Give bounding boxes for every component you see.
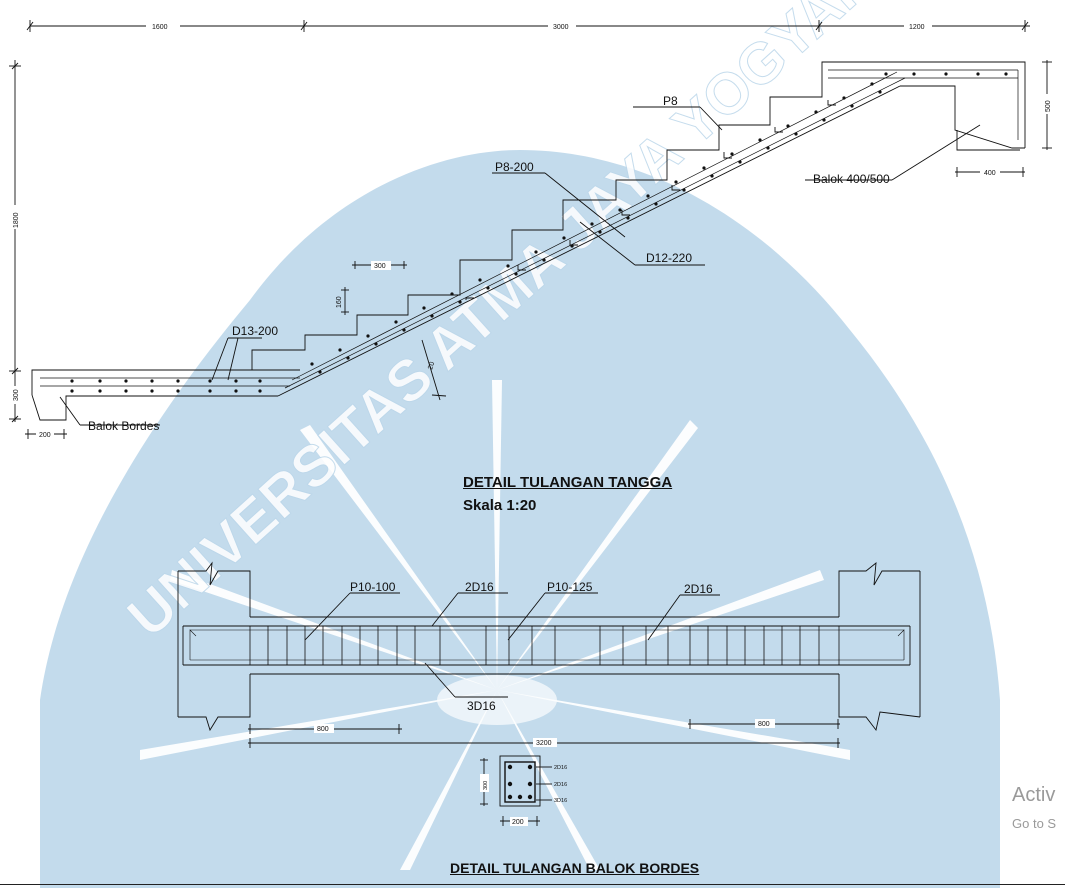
dim-right-beam-height: 500 [1045,100,1052,112]
section-height: 300 [483,781,489,790]
label-p10-100: P10-100 [350,580,396,594]
page-bottom-rule [0,884,1065,885]
stair-detail-scale: Skala 1:20 [463,497,537,514]
section-top-bars: 2D16 [554,765,567,771]
label-top-bars-1: 2D16 [465,580,494,594]
label-bottom-bars: 3D16 [467,699,496,713]
beam-detail-title: DETAIL TULANGAN BALOK BORDES [450,860,700,876]
dim-span: 3200 [536,740,552,747]
label-balok-400-500: Balok 400/500 [813,172,890,186]
label-balok-bordes: Balok Bordes [88,419,159,433]
label-p8-200: P8-200 [495,160,534,174]
dim-tread: 300 [374,263,386,270]
dim-top-b: 3000 [553,24,569,31]
dim-right-beam-width: 400 [984,170,996,177]
activation-line-1: Activ [1012,784,1056,806]
label-d12-220: D12-220 [646,251,692,265]
dim-right-zone: 800 [758,721,770,728]
dim-left-height: 1800 [13,212,20,228]
dim-landing-beam-width: 200 [39,432,51,439]
label-p10-125: P10-125 [547,580,593,594]
section-mid-bars: 2D16 [554,782,567,788]
activation-line-2: Go to S [1012,816,1057,831]
label-top-bars-2: 2D16 [684,582,713,596]
label-d13-200: D13-200 [232,324,278,338]
stair-detail-title: DETAIL TULANGAN TANGGA [463,474,673,491]
label-p8: P8 [663,94,678,108]
dim-slab: 20 [427,361,436,371]
dim-riser: 160 [336,296,343,308]
dim-left-zone: 800 [317,726,329,733]
dim-top-a: 1600 [152,24,168,31]
dim-top-c: 1200 [909,24,925,31]
section-bottom-bars: 3D16 [554,798,567,804]
section-width: 200 [512,819,524,826]
dim-left-landing: 300 [13,389,20,401]
